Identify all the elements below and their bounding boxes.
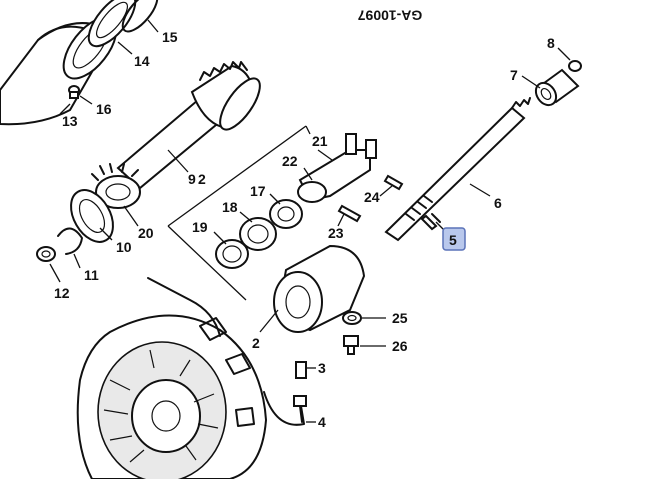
callout-25: 25: [392, 310, 408, 326]
callout-21: 21: [312, 133, 328, 149]
callout-10: 10: [116, 239, 132, 255]
gear-hub: [91, 163, 141, 209]
callout-18: 18: [222, 199, 238, 215]
fork-pin: [337, 174, 404, 223]
callout-24: 24: [364, 189, 380, 205]
subassembly-bracket: [167, 125, 311, 301]
callout-13: 13: [62, 113, 78, 129]
callout-6: 6: [494, 195, 502, 211]
needle-bearing: [269, 199, 303, 229]
callout-5: 5: [449, 232, 457, 248]
callout-26: 26: [392, 338, 408, 354]
callout-23: 23: [328, 225, 344, 241]
reference-code: GA-10097: [357, 7, 422, 23]
bolt: [68, 85, 80, 99]
clutch-assembly: [76, 314, 268, 479]
bearing-race: [239, 217, 277, 251]
hydraulic-line: [147, 277, 307, 426]
washer: [36, 246, 56, 262]
callout-11: 11: [84, 267, 99, 283]
callout-19: 19: [192, 219, 208, 235]
pilot-bearing: [534, 68, 580, 107]
callout-labels: 2 2 3 4 5 6 7 8 9 10 11 12 13 14 15 16 1…: [54, 29, 555, 430]
callout-15: 15: [162, 29, 178, 45]
snap-ring: [57, 227, 83, 255]
callout-2-lower: 2: [252, 335, 260, 351]
callout-9: 9: [188, 171, 196, 187]
release-fork: [297, 133, 377, 203]
release-bearing-carrier: [273, 244, 366, 333]
highlight-badge[interactable]: [442, 227, 466, 251]
callout-8: 8: [547, 35, 555, 51]
circlip: [568, 60, 582, 72]
callout-14: 14: [134, 53, 150, 69]
callout-4: 4: [318, 414, 326, 430]
ball-bearing: [70, 189, 114, 243]
input-shaft: [384, 97, 531, 242]
main-shaft: [116, 61, 261, 190]
callout-16: 16: [96, 101, 112, 117]
callout-3: 3: [318, 360, 326, 376]
bleed-bolt: [343, 335, 359, 355]
callout-leaders: [49, 19, 571, 423]
callout-17: 17: [250, 183, 266, 199]
spring-pin: [420, 213, 441, 231]
callout-22: 22: [282, 153, 298, 169]
callout-2-upper: 2: [198, 171, 206, 187]
callout-7: 7: [510, 67, 518, 83]
callout-20: 20: [138, 225, 154, 241]
thrust-washer: [215, 239, 249, 269]
callout-12: 12: [54, 285, 70, 301]
sealing-washer: [342, 311, 362, 325]
retaining-ring: [121, 0, 159, 33]
